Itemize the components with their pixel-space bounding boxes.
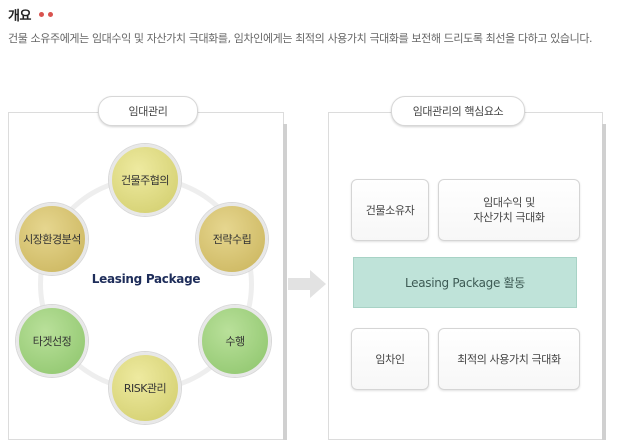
title-row: 개요 — [8, 5, 53, 24]
key-elements-title: 임대관리의 핵심요소 — [391, 96, 525, 126]
panel-shadow — [602, 124, 606, 440]
node-execution: 수행 — [199, 305, 271, 377]
section-title: 개요 — [8, 9, 31, 24]
dot-icon — [47, 12, 53, 17]
node-strategy: 전략수립 — [196, 203, 268, 275]
owner-value-line2: 자산가치 극대화 — [473, 211, 545, 224]
panel-shadow — [283, 124, 287, 440]
node-risk-management: RISK관리 — [109, 352, 181, 424]
title-dots-icon — [38, 12, 53, 17]
node-market-analysis: 시장환경분석 — [16, 203, 88, 275]
node-owner-consultation: 건물주협의 — [109, 144, 181, 216]
node-target-selection: 타겟선정 — [16, 305, 88, 377]
leasing-package-label: Leasing Package — [91, 272, 201, 286]
leasing-management-title: 임대관리 — [98, 96, 198, 126]
dot-icon — [38, 12, 44, 17]
leasing-package-activity: Leasing Package 활동 — [353, 257, 577, 308]
right-arrow-icon — [288, 270, 326, 298]
building-owner-box: 건물소유자 — [351, 179, 429, 241]
owner-value-text: 임대수익 및 자산가치 극대화 — [473, 195, 545, 225]
tenant-value-box: 최적의 사용가치 극대화 — [438, 328, 580, 390]
owner-value-box: 임대수익 및 자산가치 극대화 — [438, 179, 580, 241]
owner-value-line1: 임대수익 및 — [483, 196, 535, 209]
tenant-box: 임차인 — [351, 328, 429, 390]
description-text: 건물 소유주에게는 임대수익 및 자산가치 극대화를, 임차인에게는 최적의 사… — [8, 32, 593, 45]
